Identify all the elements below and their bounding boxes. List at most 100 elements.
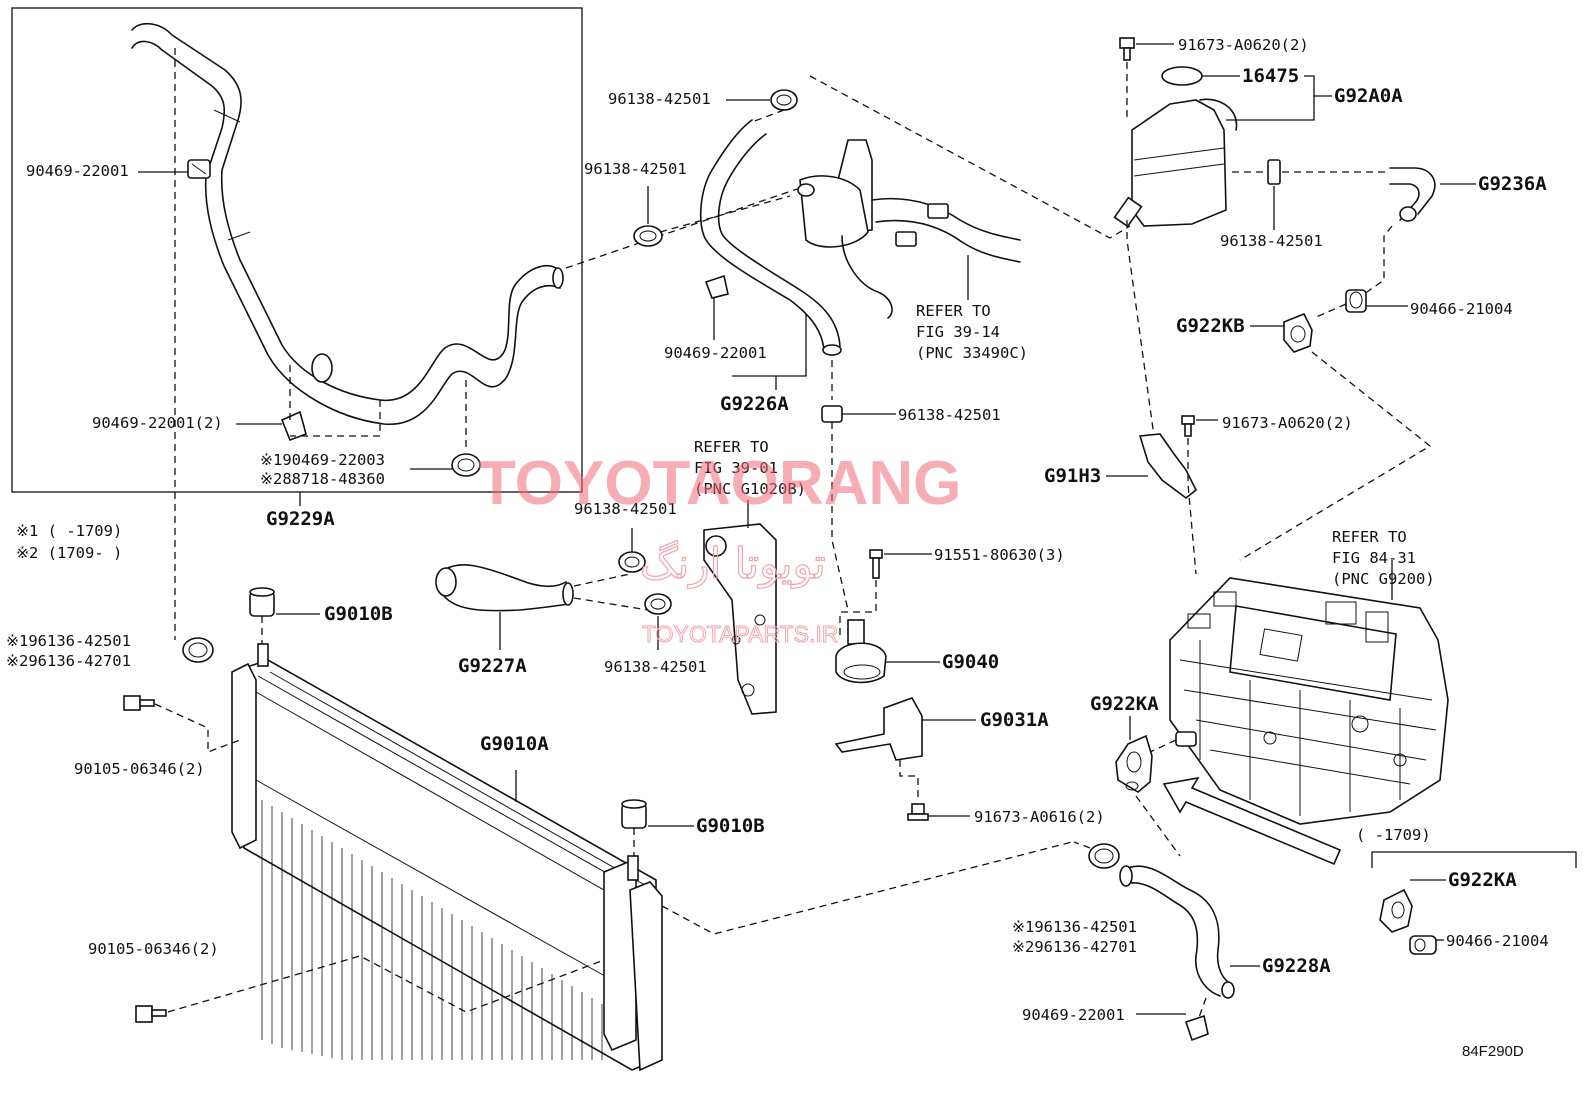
label-96138-42501-e: 96138-42501 xyxy=(604,658,707,676)
ref-39-14-line1: REFER TO xyxy=(916,302,991,320)
screw-91673-a0620-bracket xyxy=(1181,415,1195,437)
ref-39-01-line1: REFER TO xyxy=(694,438,769,456)
pump-g9040 xyxy=(835,619,887,684)
clamp-96138-42501-c xyxy=(821,405,843,423)
bolt-91673-a0616 xyxy=(907,803,929,821)
label-90469-22001-b: 90469-22001 xyxy=(664,344,767,362)
hose-g9236a xyxy=(1389,167,1436,222)
screw-91551-80630 xyxy=(869,549,883,579)
label-96136-42701-b: ※296136-42701 xyxy=(1012,938,1137,956)
reservoir-g92a0a xyxy=(1113,66,1238,228)
clip-90469-22001-lower xyxy=(1184,1014,1209,1042)
label-g9010b-b: G9010B xyxy=(696,815,765,837)
label-96138-42501-c: 96138-42501 xyxy=(898,406,1001,424)
ref-84-31-line3: (PNC G9200) xyxy=(1332,570,1435,588)
diagram-code: 84F290D xyxy=(1462,1043,1524,1060)
label-g9229a: G9229A xyxy=(266,508,335,530)
upper-hose-g9229a xyxy=(131,22,564,425)
connector-g922ka xyxy=(1115,734,1153,793)
label-91673-a0616: 91673-A0616(2) xyxy=(974,808,1105,826)
clamp-96138-42501-e xyxy=(644,593,672,615)
label-96136-42501-a: ※196136-42501 xyxy=(6,632,131,650)
screw-91673-a0620-top xyxy=(1119,37,1135,61)
label-90466-21004-b: 90466-21004 xyxy=(1446,932,1549,950)
label-90469-22001-a: 90469-22001 xyxy=(26,162,129,180)
clamp-96138-42501-a xyxy=(770,89,798,111)
watermark-persian: تویوتا ارنگ xyxy=(640,539,826,588)
label-90469-22001-c: 90469-22001 xyxy=(1022,1006,1125,1024)
label-90466-21004-a: 90466-21004 xyxy=(1410,300,1513,318)
ref-84-31-line1: REFER TO xyxy=(1332,528,1407,546)
note-1: ※1 ( -1709) xyxy=(16,522,122,540)
label-90105-06346-a: 90105-06346(2) xyxy=(74,760,205,778)
label-g922ka-a: G922KA xyxy=(1090,693,1159,715)
label-91673-a0620-b: 91673-A0620(2) xyxy=(1222,414,1353,432)
hose-g9228a xyxy=(1119,865,1235,999)
label-g9010b-a: G9010B xyxy=(324,603,393,625)
clip-90469-22001-center xyxy=(704,274,729,299)
leader-lines xyxy=(138,43,1476,1015)
label-96136-42501-b: ※196136-42501 xyxy=(1012,918,1137,936)
valve-assembly xyxy=(797,139,1021,319)
clip-90469-22001-pair xyxy=(280,410,307,442)
label-g9226a: G9226A xyxy=(720,393,789,415)
front-arrow-icon xyxy=(1162,776,1342,866)
hose-g9226a xyxy=(699,119,842,356)
bolt-90105-06346-lower xyxy=(135,1005,167,1023)
label-96136-42701-a: ※296136-42701 xyxy=(6,652,131,670)
inset-variant-1709 xyxy=(1371,851,1577,955)
ref-39-14-line2: FIG 39-14 xyxy=(916,323,1000,341)
bracket-g9031a xyxy=(834,697,923,761)
label-g92a0a: G92A0A xyxy=(1334,85,1403,107)
label-g9228a: G9228A xyxy=(1262,955,1331,977)
pump-bracket xyxy=(703,523,777,715)
connector-g922kb xyxy=(1283,312,1313,353)
clamp-90469-22003 xyxy=(451,453,481,477)
cap-g9010b-bottom xyxy=(621,799,647,881)
clamp-90466-21004-a xyxy=(1345,289,1367,313)
inverter-assembly xyxy=(1169,577,1449,825)
clamp-96138-42501-b xyxy=(633,225,663,247)
clamp-96136-42501-right xyxy=(1088,843,1120,869)
radiator-core-fins xyxy=(261,800,603,1060)
bracket-g91h3 xyxy=(1138,433,1198,500)
clip-90469-22001-inset xyxy=(187,159,211,179)
label-90105-06346-b: 90105-06346(2) xyxy=(88,940,219,958)
label-g922kb: G922KB xyxy=(1176,315,1245,337)
ref-84-31-line2: FIG 84-31 xyxy=(1332,549,1416,567)
inset-note: ( -1709) xyxy=(1356,826,1431,844)
ref-39-01-line3: (PNC G1020B) xyxy=(694,480,806,498)
inverter-pipe xyxy=(1175,731,1197,747)
label-g9040: G9040 xyxy=(942,651,999,673)
watermark-site: TOYOTAPARTS.IR xyxy=(642,621,838,647)
label-96138-42501-f: 96138-42501 xyxy=(1220,232,1323,250)
clamp-96138-42501-f xyxy=(1267,159,1281,185)
inset-frame xyxy=(11,7,583,493)
ref-39-01-line2: FIG 39-01 xyxy=(694,459,778,477)
label-91551-80630: 91551-80630(3) xyxy=(934,546,1065,564)
clamp-96136-42501-left xyxy=(182,637,214,663)
note-2: ※2 (1709- ) xyxy=(16,544,122,562)
label-g9010a: G9010A xyxy=(480,733,549,755)
label-g91h3: G91H3 xyxy=(1044,465,1101,487)
label-g922ka-b: G922KA xyxy=(1448,869,1517,891)
hose-g9227a xyxy=(435,564,574,612)
radiator-g9010a xyxy=(231,659,663,1072)
cap-g9010b-top xyxy=(249,587,275,667)
label-g9031a: G9031A xyxy=(980,709,1049,731)
bolt-90105-06346-upper xyxy=(123,695,155,711)
label-g9227a: G9227A xyxy=(458,655,527,677)
label-91673-a0620-a: 91673-A0620(2) xyxy=(1178,36,1309,54)
label-90469-22001-pair: 90469-22001(2) xyxy=(92,414,223,432)
ref-39-14-line3: (PNC 33490C) xyxy=(916,344,1028,362)
watermark-brand: TOYOTAORANG xyxy=(478,449,961,518)
label-g9236a: G9236A xyxy=(1478,173,1547,195)
label-90469-22003: ※190469-22003 xyxy=(260,451,385,469)
label-96138-42501-d: 96138-42501 xyxy=(574,500,677,518)
label-88718-48360: ※288718-48360 xyxy=(260,470,385,488)
label-96138-42501-a: 96138-42501 xyxy=(608,90,711,108)
label-16475: 16475 xyxy=(1242,65,1299,87)
label-96138-42501-b: 96138-42501 xyxy=(584,160,687,178)
